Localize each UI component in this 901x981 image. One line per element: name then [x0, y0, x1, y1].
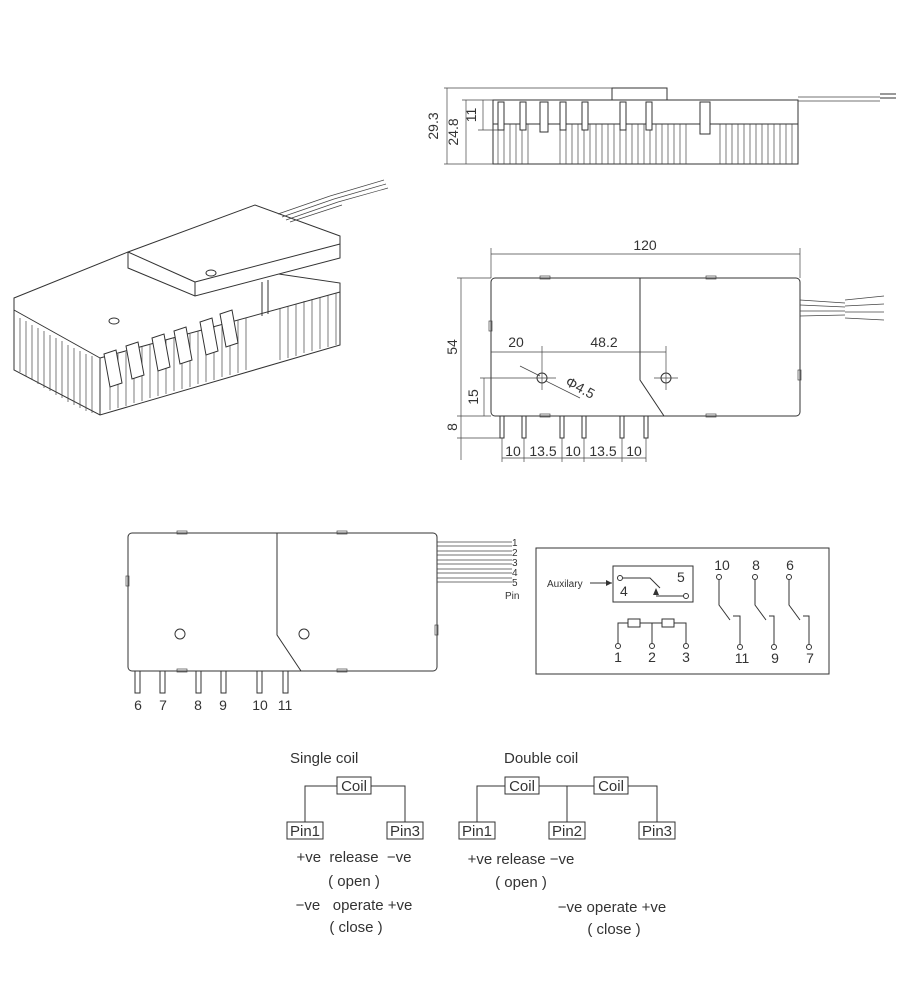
- single-line-close: ( close ): [329, 919, 382, 936]
- bottom-pin-11: 11: [278, 697, 293, 713]
- contact-top-6: 6: [786, 557, 794, 573]
- top-dim-pin-len: 8: [444, 423, 460, 431]
- contact-8-9: [752, 574, 777, 650]
- bottom-pin-7: 7: [159, 697, 167, 713]
- aux-pin-5: 5: [677, 569, 685, 585]
- pin-pitch-1: 10: [505, 443, 521, 459]
- coil-pin-2: 2: [648, 649, 656, 665]
- top-dim-hole-y: 15: [465, 389, 481, 405]
- bottom-pin-9: 9: [219, 697, 227, 713]
- side-dim-total: 29.3: [425, 112, 441, 139]
- wire-pin-3: 3: [512, 558, 518, 569]
- double-coil-right: Coil: [598, 778, 624, 795]
- pin-pitch-5: 10: [626, 443, 642, 459]
- top-dim-hole-x: 20: [508, 334, 524, 350]
- coil-pin-1: 1: [614, 649, 622, 665]
- top-view: 120 54 8 15 20 48.2 Φ4.5 10 13.5 10 13.5…: [444, 237, 885, 462]
- pin-pitch-4: 13.5: [589, 443, 616, 459]
- double-line-close: ( close ): [587, 921, 640, 938]
- wire-pin-5: 5: [512, 578, 518, 589]
- bottom-pin-8: 8: [194, 697, 202, 713]
- single-coil-title: Single coil: [290, 750, 358, 767]
- contact-top-10: 10: [714, 557, 730, 573]
- single-line-operate: −ve operate +ve: [296, 897, 413, 914]
- double-coil-left: Coil: [509, 778, 535, 795]
- contact-bottom-9: 9: [771, 650, 779, 666]
- double-pin1: Pin1: [462, 823, 492, 840]
- double-coil-title: Double coil: [504, 750, 578, 767]
- double-line-release: +ve release −ve: [468, 851, 575, 868]
- wire-pin-1: 1: [512, 538, 518, 549]
- contact-top-8: 8: [752, 557, 760, 573]
- bottom-pin-10: 10: [252, 697, 268, 713]
- single-line-open: ( open ): [328, 873, 380, 890]
- wire-pin-label: Pin: [505, 591, 519, 602]
- contact-bottom-11: 11: [735, 650, 750, 666]
- double-pin2: Pin2: [552, 823, 582, 840]
- auxiliary-label: Auxilary: [547, 579, 583, 590]
- single-pin3: Pin3: [390, 823, 420, 840]
- single-coil-label: Coil: [341, 778, 367, 795]
- contact-6-7: [786, 574, 812, 650]
- top-dim-length: 120: [633, 237, 657, 253]
- single-coil-diagram: Single coil Coil Pin1 Pin3 +ve release −…: [286, 750, 424, 936]
- wire-pin-4: 4: [512, 568, 518, 579]
- top-dim-width: 54: [444, 339, 460, 355]
- aux-pin-4: 4: [620, 583, 628, 599]
- single-line-release: +ve release −ve: [296, 849, 411, 866]
- double-pin3: Pin3: [642, 823, 672, 840]
- bottom-pin-6: 6: [134, 697, 142, 713]
- pin-pitch-2: 13.5: [529, 443, 556, 459]
- pinout-view: 1 2 3 4 5 Pin 6 7 8 9 10 11: [125, 530, 519, 713]
- contact-10-11: [716, 574, 743, 650]
- double-line-open: ( open ): [495, 874, 547, 891]
- side-dim-pin: 11: [463, 108, 479, 123]
- side-view: 29.3 24.8 11: [425, 87, 896, 165]
- single-pin1: Pin1: [290, 823, 320, 840]
- contact-bottom-7: 7: [806, 650, 814, 666]
- coil-pin-3: 3: [682, 649, 690, 665]
- pin-pitch-3: 10: [565, 443, 581, 459]
- schematic-box: Auxilary 4 5 1 2 3: [535, 547, 830, 675]
- side-dim-body: 24.8: [445, 118, 461, 145]
- top-dim-hole-spacing: 48.2: [590, 334, 617, 350]
- double-coil-diagram: Double coil Coil Coil Pin1 Pin2 Pin3 +ve…: [458, 750, 676, 938]
- double-line-operate: −ve operate +ve: [558, 899, 666, 916]
- isometric-view: [13, 179, 389, 416]
- wire-pin-2: 2: [512, 548, 518, 559]
